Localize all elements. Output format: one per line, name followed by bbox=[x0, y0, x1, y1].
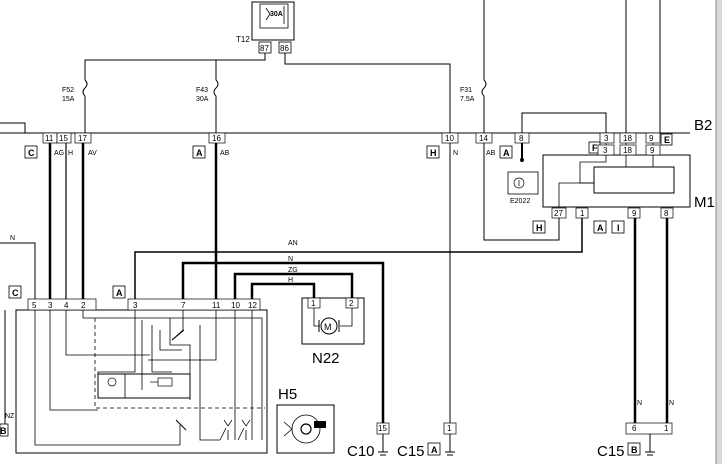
svg-text:3: 3 bbox=[48, 301, 53, 310]
wire-labels-bus: AG H AV AB N AB bbox=[54, 150, 496, 157]
relay-t12: 30A T12 87 86 bbox=[236, 1, 295, 54]
svg-text:AN: AN bbox=[288, 240, 298, 247]
component-n22: 1 2 M N22 bbox=[301, 297, 365, 367]
ground-c15-b: 6 1 C15 B bbox=[597, 422, 673, 460]
fuse-f31: F31 7.5A bbox=[460, 79, 487, 133]
n22-label: N22 bbox=[312, 350, 340, 367]
svg-text:H: H bbox=[536, 223, 543, 233]
svg-text:17: 17 bbox=[78, 134, 87, 143]
svg-text:18: 18 bbox=[623, 134, 632, 143]
svg-text:8: 8 bbox=[519, 134, 524, 143]
svg-text:3: 3 bbox=[603, 146, 608, 155]
c15a-label: C15 bbox=[397, 443, 425, 460]
h5-label: H5 bbox=[278, 386, 297, 403]
svg-text:10: 10 bbox=[445, 134, 454, 143]
fuse-f43-id: F43 bbox=[196, 87, 208, 94]
bus-b2: B2 11 15 17 16 10 14 8 3 18 9 bbox=[0, 117, 712, 144]
svg-text:2: 2 bbox=[349, 299, 354, 308]
right-border bbox=[716, 0, 722, 464]
component-e2022: E2022 bbox=[507, 143, 539, 205]
svg-text:AV: AV bbox=[88, 150, 97, 157]
relay-id: T12 bbox=[236, 35, 250, 44]
svg-text:B: B bbox=[0, 426, 7, 436]
svg-text:1: 1 bbox=[311, 299, 316, 308]
connector-letters-module: C A bbox=[8, 285, 126, 299]
fuse-f31-rating: 7.5A bbox=[460, 96, 475, 103]
svg-text:N: N bbox=[453, 150, 458, 157]
svg-text:E: E bbox=[664, 135, 670, 145]
c15b-label: C15 bbox=[597, 443, 625, 460]
motor-symbol: M bbox=[324, 322, 332, 332]
relay-pin-86: 86 bbox=[280, 44, 289, 53]
svg-text:15: 15 bbox=[378, 424, 387, 433]
fuse-f52-id: F52 bbox=[62, 87, 74, 94]
c10-label: C10 bbox=[347, 443, 375, 460]
svg-text:I: I bbox=[617, 223, 620, 233]
svg-text:15: 15 bbox=[59, 134, 68, 143]
b2-label: B2 bbox=[694, 117, 712, 134]
control-module: 5 3 4 2 3 7 11 10 12 bbox=[15, 298, 268, 454]
svg-text:1: 1 bbox=[664, 424, 669, 433]
m1-label: M1 bbox=[694, 194, 715, 211]
svg-text:B: B bbox=[631, 445, 638, 455]
component-h5: H5 bbox=[276, 386, 335, 454]
svg-text:H: H bbox=[288, 277, 293, 284]
ground-c15-a: 1 C15 A bbox=[397, 422, 457, 460]
svg-text:18: 18 bbox=[623, 146, 632, 155]
svg-text:N: N bbox=[288, 256, 293, 263]
svg-text:A: A bbox=[431, 445, 438, 455]
svg-text:N: N bbox=[669, 400, 674, 407]
svg-text:9: 9 bbox=[650, 146, 655, 155]
svg-text:1: 1 bbox=[447, 424, 452, 433]
svg-text:C: C bbox=[12, 288, 19, 298]
svg-text:A: A bbox=[116, 288, 123, 298]
svg-text:H: H bbox=[68, 150, 73, 157]
svg-text:NZ: NZ bbox=[5, 413, 15, 420]
fuse-f43: F43 30A bbox=[196, 79, 219, 133]
svg-text:H: H bbox=[430, 148, 437, 158]
svg-text:9: 9 bbox=[632, 209, 637, 218]
fuse-f52: F52 15A bbox=[62, 79, 88, 133]
svg-text:3: 3 bbox=[604, 134, 609, 143]
relay-rating: 30A bbox=[270, 11, 283, 18]
svg-text:AG: AG bbox=[54, 150, 64, 157]
svg-text:16: 16 bbox=[212, 134, 221, 143]
svg-text:N: N bbox=[637, 400, 642, 407]
svg-text:9: 9 bbox=[649, 134, 654, 143]
ground-c10: 15 C10 bbox=[347, 422, 390, 460]
fuse-f43-rating: 30A bbox=[196, 96, 209, 103]
svg-text:AB: AB bbox=[486, 150, 496, 157]
svg-text:4: 4 bbox=[64, 301, 69, 310]
fuse-f31-id: F31 bbox=[460, 87, 472, 94]
svg-text:6: 6 bbox=[632, 424, 637, 433]
svg-text:8: 8 bbox=[664, 209, 669, 218]
svg-text:27: 27 bbox=[554, 209, 563, 218]
svg-text:11: 11 bbox=[212, 301, 221, 310]
connector-letters-top: C A H A F E bbox=[24, 133, 673, 159]
fuse-f52-rating: 15A bbox=[62, 96, 75, 103]
svg-text:2: 2 bbox=[81, 301, 86, 310]
svg-text:14: 14 bbox=[479, 134, 488, 143]
module-m1: 3 18 9 M1 27 1 9 8 bbox=[521, 112, 715, 219]
svg-text:7: 7 bbox=[181, 301, 186, 310]
svg-text:C: C bbox=[28, 148, 35, 158]
svg-text:1: 1 bbox=[580, 209, 585, 218]
svg-text:10: 10 bbox=[231, 301, 240, 310]
connector-letters-m1: H A I bbox=[532, 220, 625, 234]
svg-text:ZG: ZG bbox=[288, 267, 298, 274]
svg-text:A: A bbox=[597, 223, 604, 233]
svg-text:3: 3 bbox=[133, 301, 138, 310]
e2022-label: E2022 bbox=[510, 198, 530, 205]
svg-text:5: 5 bbox=[32, 301, 37, 310]
svg-text:A: A bbox=[196, 148, 203, 158]
svg-text:11: 11 bbox=[45, 134, 54, 143]
svg-text:F: F bbox=[592, 143, 598, 153]
svg-text:12: 12 bbox=[248, 301, 257, 310]
svg-text:N: N bbox=[10, 235, 15, 242]
relay-pin-87: 87 bbox=[260, 44, 269, 53]
svg-text:AB: AB bbox=[220, 150, 230, 157]
svg-text:A: A bbox=[503, 148, 510, 158]
